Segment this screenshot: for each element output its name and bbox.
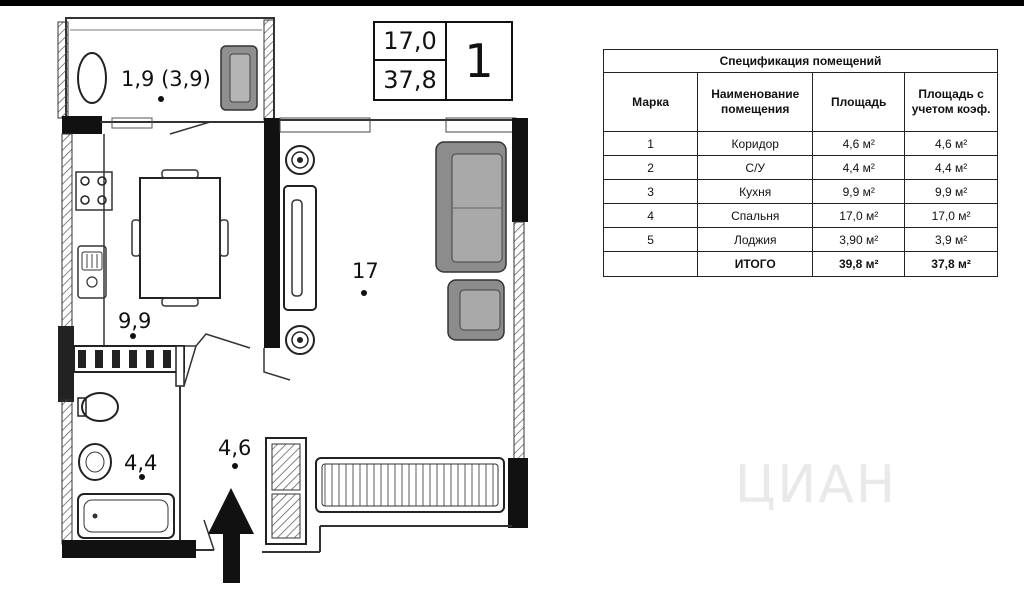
table-cell: 4,6 м² — [812, 131, 906, 156]
area-summary-box: 17,0 37,8 1 — [373, 21, 513, 101]
table-cell: 4,6 м² — [904, 131, 998, 156]
sink-icon — [77, 245, 107, 299]
entrance-arrow-icon — [208, 488, 254, 583]
table-cell: ИТОГО — [697, 251, 814, 277]
partition-wall — [73, 345, 185, 387]
table-cell: 17,0 м² — [904, 203, 998, 228]
table-row: 1 Коридор 4,6 м² 4,6 м² — [602, 131, 998, 156]
corridor-area-label: 4,6 — [218, 436, 251, 460]
bathroom-area-label: 4,4 — [124, 451, 157, 475]
table-cell: Коридор — [697, 131, 814, 156]
header-cell: Площадь с учетом коэф. — [904, 72, 998, 132]
table-cell: 9,9 м² — [812, 179, 906, 204]
wardrobe-icon — [265, 437, 307, 545]
header-cell: Площадь — [812, 72, 906, 132]
spec-table-title: Спецификация помещений — [603, 49, 998, 73]
table-cell: Спальня — [697, 203, 814, 228]
room-specification-table: Спецификация помещений Марка Наименовани… — [602, 49, 998, 277]
loggia — [57, 17, 275, 123]
table-cell: 3,9 м² — [904, 227, 998, 252]
table-cell: 3,90 м² — [812, 227, 906, 252]
bathroom — [77, 386, 181, 540]
washbasin-icon — [78, 443, 112, 481]
table-cell — [602, 251, 699, 277]
bedroom-area-label: 17 — [352, 259, 379, 283]
table-cell: 39,8 м² — [812, 251, 906, 277]
total-row: ИТОГО 39,8 м² 37,8 м² — [602, 251, 998, 277]
room-count-value: 1 — [464, 34, 494, 88]
top-border — [0, 0, 1024, 6]
table-cell: Кухня — [697, 179, 814, 204]
bathtub-icon — [77, 493, 175, 539]
table-cell: 4,4 м² — [904, 155, 998, 180]
table-cell: 4,4 м² — [812, 155, 906, 180]
table-cell: 37,8 м² — [904, 251, 998, 277]
tv-stand-icon — [283, 185, 317, 311]
table-row: 2 С/У 4,4 м² 4,4 м² — [602, 155, 998, 180]
table-cell: Лоджия — [697, 227, 814, 252]
bedroom — [283, 141, 507, 513]
table-row: 4 Спальня 17,0 м² 17,0 м² — [602, 203, 998, 228]
radiator-icon — [315, 457, 505, 513]
chair-icon — [77, 52, 107, 104]
speaker-icon — [285, 325, 315, 355]
corridor — [183, 333, 307, 583]
dining-table-icon — [139, 177, 221, 299]
table-cell: 1 — [602, 131, 699, 156]
table-cell: 4 — [602, 203, 699, 228]
room-labels: 1,9 (3,9) 9,9 17 4,4 4,6 — [118, 67, 379, 480]
header-cell: Марка — [602, 72, 699, 132]
stove-icon — [75, 171, 113, 211]
table-row: 5 Лоджия 3,90 м² 3,9 м² — [602, 227, 998, 252]
table-cell: 5 — [602, 227, 699, 252]
watermark-logo: ЦИАН — [735, 455, 897, 515]
table-row: 3 Кухня 9,9 м² 9,9 м² — [602, 179, 998, 204]
table-cell: С/У — [697, 155, 814, 180]
table-cell: 9,9 м² — [904, 179, 998, 204]
loggia-area-label: 1,9 (3,9) — [121, 67, 211, 91]
spec-table-header: Марка Наименование помещения Площадь Пло… — [602, 72, 998, 132]
header-cell: Наименование помещения — [697, 72, 814, 132]
total-area-value: 37,8 — [375, 61, 447, 99]
table-cell: 2 — [602, 155, 699, 180]
table-cell: 3 — [602, 179, 699, 204]
toilet-icon — [81, 392, 119, 422]
table-cell: 17,0 м² — [812, 203, 906, 228]
living-area-value: 17,0 — [375, 23, 447, 61]
speaker-icon — [285, 145, 315, 175]
kitchen-area-label: 9,9 — [118, 309, 151, 333]
outer-walls — [58, 116, 528, 558]
